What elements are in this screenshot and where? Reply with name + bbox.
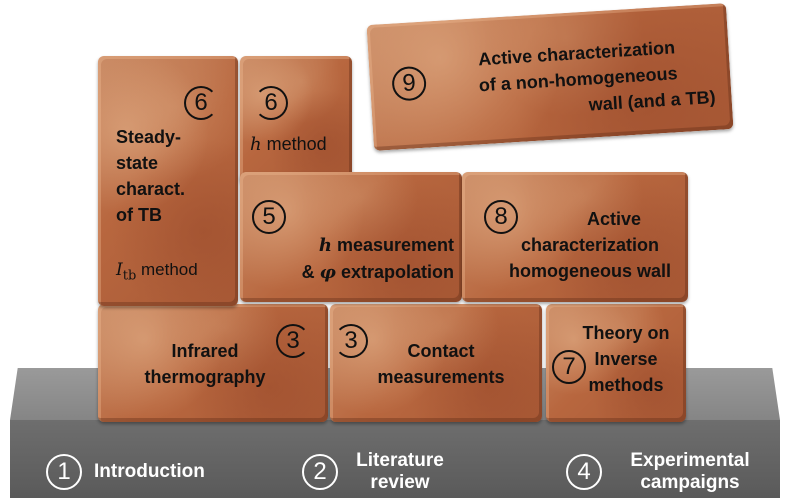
foundation-slab: 1 Introduction 2 Literature review 4 Exp… bbox=[10, 420, 780, 498]
foundation-number-4: 4 bbox=[566, 454, 602, 490]
brick-active-characterization-homogeneous: 8 Active characterization homogeneous wa… bbox=[462, 172, 688, 302]
brick-infrared-thermography: 3 Infrared thermography bbox=[98, 304, 328, 422]
foundation-label-introduction: Introduction bbox=[94, 461, 205, 482]
method-subscript: tb bbox=[122, 268, 137, 284]
brick-h-measurement: 5 h measurement & φ extrapolation bbox=[240, 172, 462, 302]
brick-text: Contact measurements bbox=[356, 338, 526, 390]
method-symbol: I bbox=[116, 260, 123, 280]
foundation-number-2: 2 bbox=[302, 454, 338, 490]
brick-text-word: extrapolation bbox=[340, 262, 454, 282]
brick-text-line: & φ extrapolation bbox=[258, 259, 454, 286]
symbol-h: h bbox=[318, 235, 332, 256]
brick-theory-inverse-methods: 7 Theory on Inverse methods bbox=[546, 304, 686, 422]
foundation-label-experimental-campaigns: Experimental campaigns bbox=[610, 450, 770, 494]
brick-number-7: 7 bbox=[552, 350, 586, 384]
brick-text-line: methods bbox=[588, 375, 664, 395]
brick-text-line: Inverse bbox=[594, 349, 658, 369]
method-symbol: h bbox=[250, 134, 262, 155]
brick-text-line: measurements bbox=[377, 367, 505, 387]
brick-text-line: thermography bbox=[144, 367, 266, 387]
foundation-label-literature-review: Literature review bbox=[350, 450, 450, 494]
method-text: method bbox=[266, 134, 327, 154]
brick-number-8: 8 bbox=[484, 200, 518, 234]
brick-text-line: Steady- bbox=[116, 127, 182, 147]
brick-number-3: 3 bbox=[334, 324, 368, 358]
brick-number-6: 6 bbox=[184, 86, 218, 120]
foundation-label-line: campaigns bbox=[640, 472, 740, 493]
brick-text-line: characterization bbox=[520, 235, 660, 255]
foundation-number-1: 1 bbox=[46, 454, 82, 490]
brick-text-line: charact. bbox=[116, 179, 186, 199]
brick-text-line: Infrared bbox=[171, 341, 239, 361]
brick-text: Steady- state charact. of TB bbox=[116, 124, 234, 228]
brick-text-line: of TB bbox=[116, 205, 162, 225]
brick-text: Active characterization of a non-homogen… bbox=[434, 32, 722, 127]
brick-text-line: homogeneous wall bbox=[508, 261, 672, 281]
brick-number-9: 9 bbox=[391, 65, 428, 102]
brick-text: Active characterization homogeneous wall bbox=[492, 206, 688, 284]
brick-text-word: & bbox=[301, 262, 315, 282]
brick-text: h measurement & φ extrapolation bbox=[258, 232, 462, 286]
brick-method-label: h method bbox=[250, 134, 327, 155]
brick-method-label: Itb method bbox=[116, 260, 198, 283]
brick-contact-measurements: 3 Contact measurements bbox=[330, 304, 542, 422]
brick-active-characterization-non-homogeneous: 9 Active characterization of a non-homog… bbox=[366, 3, 734, 151]
brick-number-5: 5 bbox=[252, 200, 286, 234]
foundation-label-line: review bbox=[370, 472, 430, 493]
brick-number-6: 6 bbox=[254, 86, 288, 120]
brick-text: Theory on Inverse methods bbox=[568, 320, 684, 398]
method-text: method bbox=[141, 260, 198, 279]
brick-text: Infrared thermography bbox=[130, 338, 280, 390]
brick-text-line: Active bbox=[586, 209, 642, 229]
brick-text-line: Contact bbox=[407, 341, 475, 361]
symbol-phi: φ bbox=[319, 262, 336, 283]
brick-text-line: state bbox=[116, 153, 159, 173]
brick-text-word: measurement bbox=[336, 235, 454, 255]
brick-h-method: 6 h method bbox=[240, 56, 352, 184]
brick-text-line: Theory on bbox=[582, 323, 670, 343]
brick-text-line: h measurement bbox=[258, 232, 454, 259]
brick-steady-state-characterization: 6 Steady- state charact. of TB Itb metho… bbox=[98, 56, 238, 306]
foundation-label-line: Literature bbox=[356, 450, 444, 471]
brick-number-3: 3 bbox=[276, 324, 310, 358]
foundation-label-line: Experimental bbox=[630, 450, 750, 471]
